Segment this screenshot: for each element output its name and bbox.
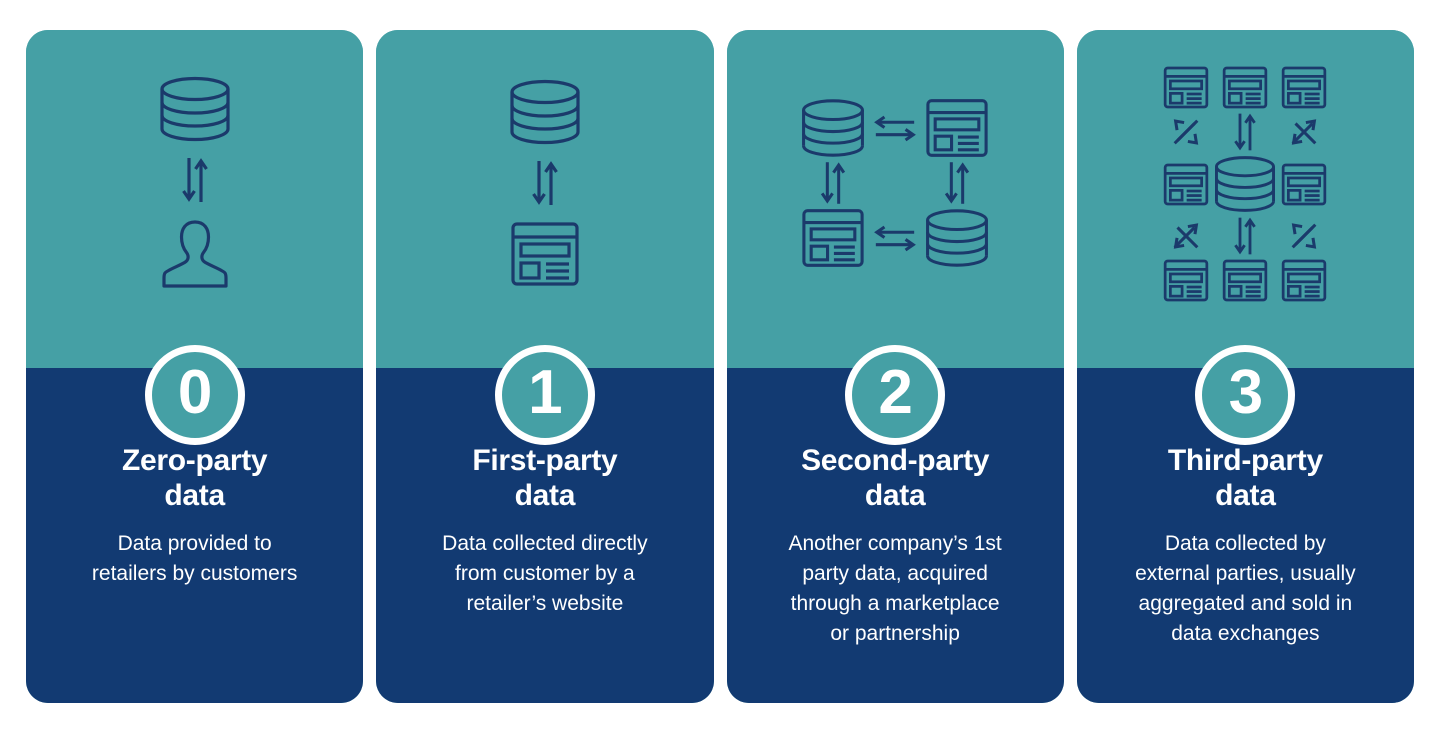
step-badge: 3	[1195, 345, 1296, 445]
double-arrow-horizontal-icon	[872, 221, 918, 255]
card-title: Second-party data	[801, 444, 990, 513]
card-description: Data collected by external parties, usua…	[1135, 532, 1356, 645]
website-icon	[801, 208, 865, 268]
card-description: Data provided to retailers by customers	[91, 532, 298, 585]
step-badge: 2	[845, 345, 946, 445]
card-zero-party[interactable]: 0 Zero-party data Data provided to retai…	[26, 30, 364, 703]
website-icon	[1281, 259, 1327, 302]
double-arrow-vertical-icon	[940, 160, 974, 206]
card-description: Another company’s 1st party data, acquir…	[788, 532, 1002, 645]
card-first-party[interactable]: 1 First-party data Data collected direct…	[376, 30, 714, 703]
database-icon	[1213, 155, 1277, 213]
card-icon-panel: 2	[726, 30, 1064, 445]
card-icon-panel: 1	[376, 30, 714, 445]
diagram-stack	[376, 30, 713, 368]
website-icon	[1222, 66, 1268, 109]
database-icon	[508, 79, 582, 145]
double-arrow-diagonal-icon	[1287, 219, 1321, 253]
card-title: First-party data	[472, 444, 618, 513]
database-icon	[924, 208, 990, 268]
double-arrow-vertical-icon	[177, 156, 213, 204]
card-second-party[interactable]: 2 Second-party data Another company’s 1s…	[726, 30, 1064, 703]
card-icon-panel: 0	[26, 30, 364, 445]
double-arrow-vertical-icon	[816, 160, 850, 206]
database-icon	[158, 76, 232, 142]
double-arrow-horizontal-icon	[872, 111, 918, 145]
website-icon	[1163, 163, 1209, 206]
card-row: 0 Zero-party data Data provided to retai…	[26, 30, 1414, 703]
website-icon	[1163, 259, 1209, 302]
double-arrow-vertical-icon	[1230, 111, 1260, 153]
website-icon	[1222, 259, 1268, 302]
double-arrow-diagonal-icon	[1169, 219, 1203, 253]
step-number: 0	[177, 358, 212, 427]
step-badge: 0	[144, 345, 245, 445]
website-icon	[925, 98, 989, 158]
website-icon	[1163, 66, 1209, 109]
step-number: 1	[528, 358, 562, 427]
step-number: 2	[878, 358, 912, 427]
person-icon	[159, 218, 231, 290]
diagram-grid-3x3	[1077, 30, 1414, 368]
double-arrow-diagonal-icon	[1287, 115, 1321, 149]
card-title: Zero-party data	[121, 444, 268, 513]
double-arrow-vertical-icon	[1230, 215, 1260, 257]
diagram-grid-2x2	[727, 30, 1064, 368]
database-icon	[800, 98, 866, 158]
step-number: 3	[1228, 358, 1263, 427]
card-icon-panel: 3	[1076, 30, 1414, 445]
step-badge: 1	[494, 345, 595, 445]
diagram-stack	[26, 30, 363, 368]
website-icon	[1281, 66, 1327, 109]
website-icon	[1281, 163, 1327, 206]
double-arrow-diagonal-icon	[1169, 115, 1203, 149]
double-arrow-vertical-icon	[527, 159, 563, 207]
website-icon	[510, 221, 580, 287]
card-title: Third-party data	[1167, 444, 1323, 513]
card-third-party[interactable]: 3 Third-party data Data collected by ext…	[1076, 30, 1414, 703]
card-description: Data collected directly from customer by…	[442, 532, 648, 615]
